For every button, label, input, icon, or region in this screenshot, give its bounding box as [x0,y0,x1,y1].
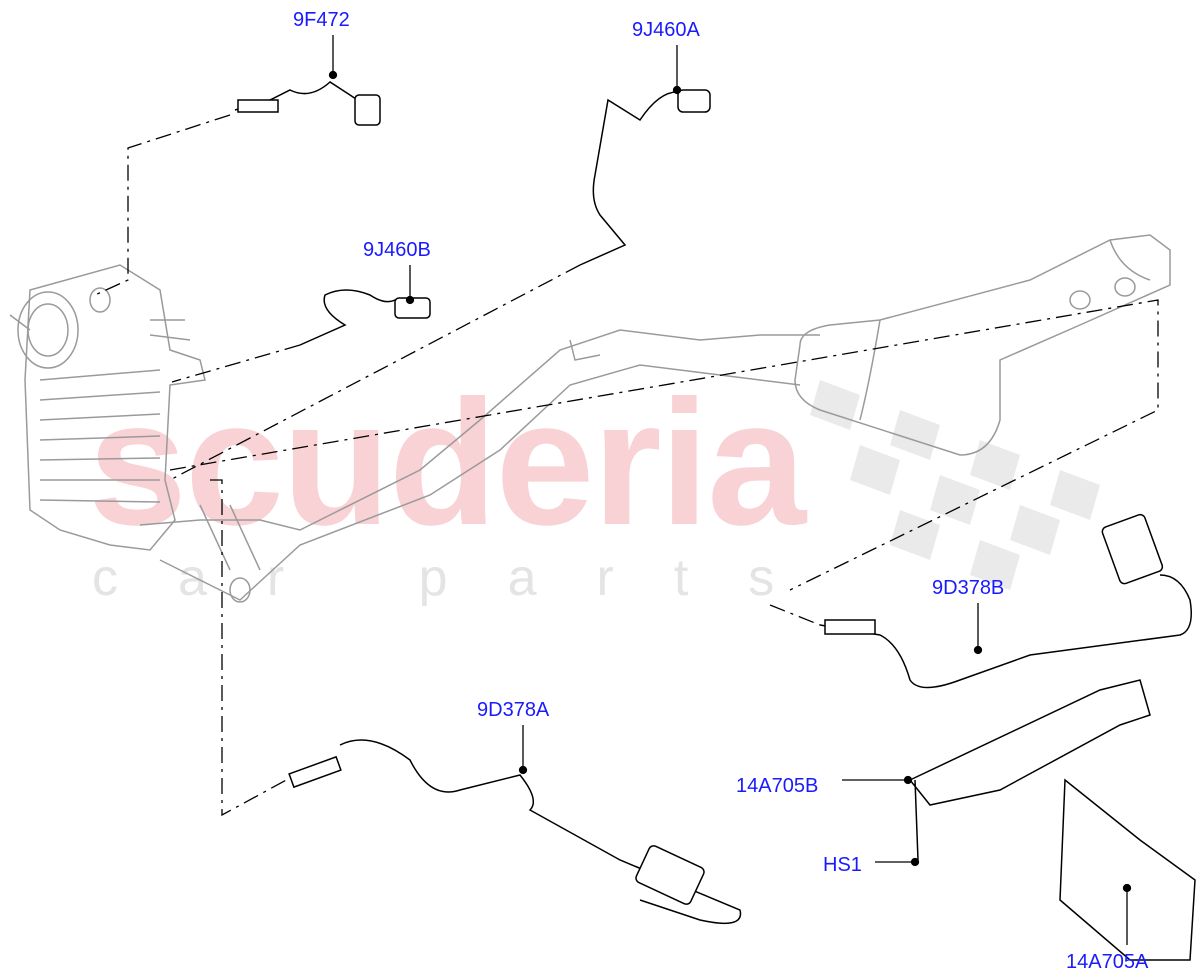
catalytic-converter [9,264,206,551]
sensor-9J460A [579,89,711,266]
checker-watermark [810,380,1100,590]
callout-9J460B[interactable]: 9J460B [363,239,431,261]
sensor-9D378B [819,513,1192,689]
callout-9D378B[interactable]: 9D378B [932,577,1005,599]
callout-14A705B[interactable]: 14A705B [736,775,819,797]
callout-9J460A[interactable]: 9J460A [632,19,700,41]
sensor-9F472 [234,81,381,126]
exhaust-pipe [139,329,820,603]
sensor-9D378A [288,739,742,925]
heat-shield-bracket [908,679,1196,961]
muffler [794,234,1171,456]
callout-9F472[interactable]: 9F472 [293,9,350,31]
callout-HS1[interactable]: HS1 [823,854,862,876]
leader-lines [328,35,1132,945]
guide-lines [94,114,1159,817]
callout-9D378A[interactable]: 9D378A [477,699,550,721]
callout-14A705A[interactable]: 14A705A [1066,951,1149,973]
